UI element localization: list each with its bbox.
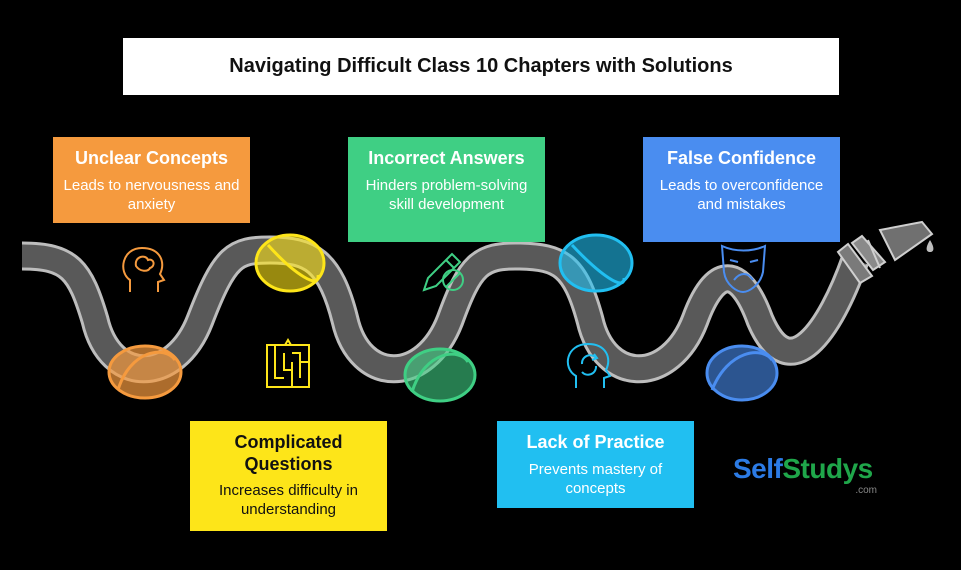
knot-cyan xyxy=(558,233,634,293)
hose-nozzle xyxy=(836,220,934,285)
card-title: Lack of Practice xyxy=(526,432,665,452)
card-false-confidence: False Confidence Leads to overconfidence… xyxy=(643,137,840,242)
card-description: Leads to nervousness and anxiety xyxy=(63,177,240,213)
sad-mask-icon xyxy=(720,244,767,294)
knot-green xyxy=(403,347,477,403)
card-description: Hinders problem-solving skill developmen… xyxy=(365,177,528,213)
selfstudys-logo: SelfStudys .com xyxy=(733,453,883,499)
logo-com: .com xyxy=(855,485,877,496)
logo-self: Self xyxy=(733,453,783,484)
title-banner: Navigating Difficult Class 10 Chapters w… xyxy=(123,38,839,95)
card-title: Unclear Concepts xyxy=(74,148,229,168)
pencil-blocked-icon xyxy=(422,252,464,292)
knot-blue xyxy=(705,344,779,402)
card-complicated-questions: Complicated Questions Increases difficul… xyxy=(190,421,387,531)
brain-head-icon xyxy=(122,246,166,292)
card-title: False Confidence xyxy=(666,148,817,168)
card-description: Prevents mastery of concepts xyxy=(528,461,663,497)
card-description: Leads to overconfidence and mistakes xyxy=(659,177,824,213)
water-drop-icon xyxy=(926,240,934,252)
knot-orange xyxy=(107,344,183,400)
maze-icon xyxy=(266,338,310,388)
card-title: Complicated Questions xyxy=(234,432,343,474)
card-lack-of-practice: Lack of Practice Prevents mastery of con… xyxy=(497,421,694,508)
card-description: Increases difficulty in understanding xyxy=(219,482,358,518)
logo-studys: Studys xyxy=(782,453,873,484)
card-incorrect-answers: Incorrect Answers Hinders problem-solvin… xyxy=(348,137,545,242)
card-title: Incorrect Answers xyxy=(368,148,525,168)
page-title: Navigating Difficult Class 10 Chapters w… xyxy=(229,55,733,77)
card-unclear-concepts: Unclear Concepts Leads to nervousness an… xyxy=(53,137,250,223)
knot-yellow xyxy=(254,233,326,293)
head-cycle-icon xyxy=(566,342,612,388)
